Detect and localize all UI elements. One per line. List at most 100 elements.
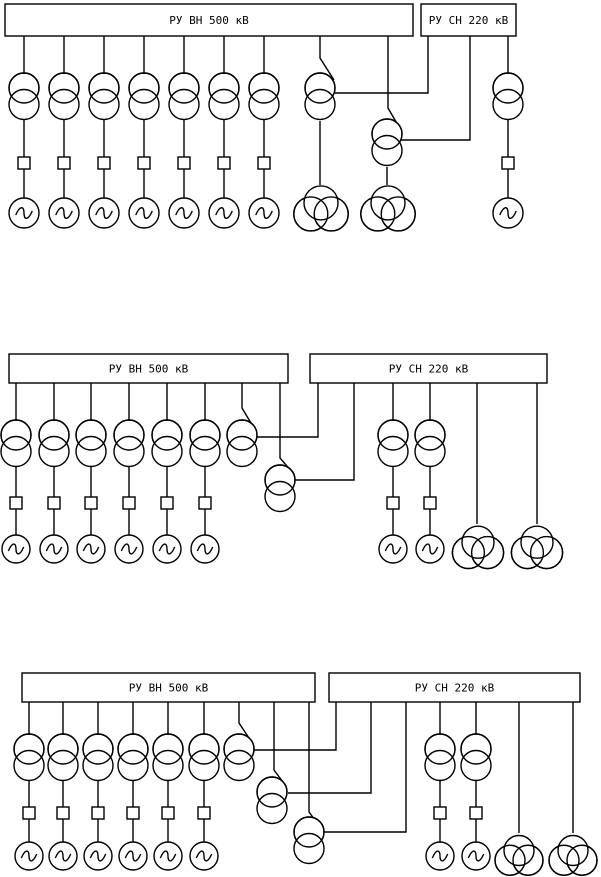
winding-circle	[48, 88, 80, 121]
coupling-transformer-1	[293, 36, 429, 232]
circuit-breaker-icon	[57, 156, 71, 170]
two-winding-transformer-icon	[188, 733, 220, 782]
autotransformer-outline	[313, 196, 349, 232]
autotransformer-group-icon	[360, 185, 416, 232]
autotransformer-outline	[529, 535, 564, 570]
generator-unit-branch	[188, 702, 220, 871]
sn-connection-line	[335, 36, 429, 94]
two-winding-transformer-icon	[248, 72, 280, 121]
generator-sine-glyph	[215, 206, 233, 220]
bus-vn-500: РУ ВН 500 кВ	[4, 3, 414, 37]
circuit-breaker-icon	[433, 806, 447, 820]
generator-sine-glyph	[135, 206, 153, 220]
coupling-transformer-2	[256, 702, 372, 825]
bus-sn-220-box	[309, 353, 548, 384]
winding-circle-outline	[264, 464, 296, 496]
winding-circle	[223, 749, 255, 782]
generator-unit-branch	[13, 702, 45, 871]
winding-circle	[492, 88, 524, 121]
coupling-transformer-3	[293, 702, 407, 865]
winding-circle-outline	[8, 72, 40, 104]
bus-vn-500-label: РУ ВН 500 кВ	[169, 14, 249, 27]
generator-icon	[190, 534, 220, 564]
winding-circle	[168, 88, 200, 121]
generator-unit-branch	[414, 383, 446, 564]
winding-circle	[113, 435, 145, 468]
winding-circle	[47, 749, 79, 782]
winding-circle-outline	[75, 419, 107, 451]
two-winding-transformer-icon	[492, 72, 524, 121]
winding-circle	[82, 749, 114, 782]
generator-icon	[88, 197, 120, 229]
bus-sn-220-box	[420, 3, 517, 37]
generator-sine-glyph	[467, 850, 485, 862]
winding-circle-outline	[304, 72, 336, 104]
generator-sine-glyph	[421, 543, 439, 555]
winding-circle	[293, 832, 325, 865]
generator-icon	[168, 197, 200, 229]
winding-circle	[75, 435, 107, 468]
generator-icon	[415, 534, 445, 564]
vn-connection-line	[319, 36, 335, 81]
two-winding-transformer-icon	[223, 733, 255, 782]
autotransformer-circle	[520, 525, 554, 559]
generator-unit-branch	[168, 36, 200, 229]
sn-connection-line	[257, 383, 319, 438]
autotransformer-outline	[293, 196, 329, 232]
winding-circle-outline	[208, 72, 240, 104]
circuit-breaker-icon	[177, 156, 191, 170]
generator-unit-branch	[47, 702, 79, 871]
autotransformer-circle	[461, 525, 495, 559]
autotransformer-outline	[566, 844, 598, 876]
generator-icon	[48, 197, 80, 229]
two-winding-transformer-icon	[371, 118, 403, 167]
bus-vn-500-label: РУ ВН 500 кВ	[129, 682, 209, 695]
bus-sn-220-label: РУ СН 220 кВ	[429, 14, 509, 27]
generator-unit-branch	[75, 383, 107, 564]
winding-circle	[460, 749, 492, 782]
sn-autotransformer-branch-2	[510, 383, 564, 570]
autotransformer-outline	[494, 844, 526, 876]
generator-sine-glyph	[431, 850, 449, 862]
generator-sine-glyph	[82, 543, 100, 555]
winding-circle	[256, 792, 288, 825]
generator-icon	[461, 841, 491, 871]
generator-sine-glyph	[120, 543, 138, 555]
sn-connection-line	[323, 702, 407, 833]
two-winding-transformer-icon	[189, 419, 221, 468]
winding-circle	[151, 435, 183, 468]
generator-icon	[48, 841, 78, 871]
winding-circle-outline	[151, 419, 183, 451]
generator-unit-branch	[424, 702, 456, 871]
generator-unit-branch	[377, 383, 409, 564]
two-winding-transformer-icon	[460, 733, 492, 782]
autotransformer-group-icon	[494, 834, 544, 876]
generator-icon	[39, 534, 69, 564]
generator-unit-branch	[113, 383, 145, 564]
autotransformer-group-icon	[451, 525, 505, 570]
circuit-breaker-icon	[97, 156, 111, 170]
generator-sine-glyph	[384, 543, 402, 555]
winding-circle-outline	[82, 733, 114, 765]
generator-sine-glyph	[15, 206, 33, 220]
generator-sine-glyph	[196, 543, 214, 555]
bus-vn-500: РУ ВН 500 кВ	[21, 672, 316, 703]
autotransformer-circle	[503, 834, 535, 867]
two-winding-transformer-icon	[424, 733, 456, 782]
winding-circle-outline	[189, 419, 221, 451]
vn-connection-line	[238, 702, 252, 742]
generator-icon	[492, 197, 524, 229]
winding-circle	[152, 749, 184, 782]
bus-vn-500-box	[8, 353, 289, 384]
winding-circle	[377, 435, 409, 468]
winding-circle	[424, 749, 456, 782]
generator-sine-glyph	[55, 206, 73, 220]
winding-circle	[264, 480, 296, 513]
circuit-breaker-icon	[198, 496, 212, 510]
bus-vn-500: РУ ВН 500 кВ	[8, 353, 289, 384]
winding-circle-outline	[293, 816, 325, 848]
circuit-breaker-icon	[56, 806, 70, 820]
generator-icon	[152, 534, 182, 564]
generator-icon	[83, 841, 113, 871]
winding-circle-outline	[168, 72, 200, 104]
